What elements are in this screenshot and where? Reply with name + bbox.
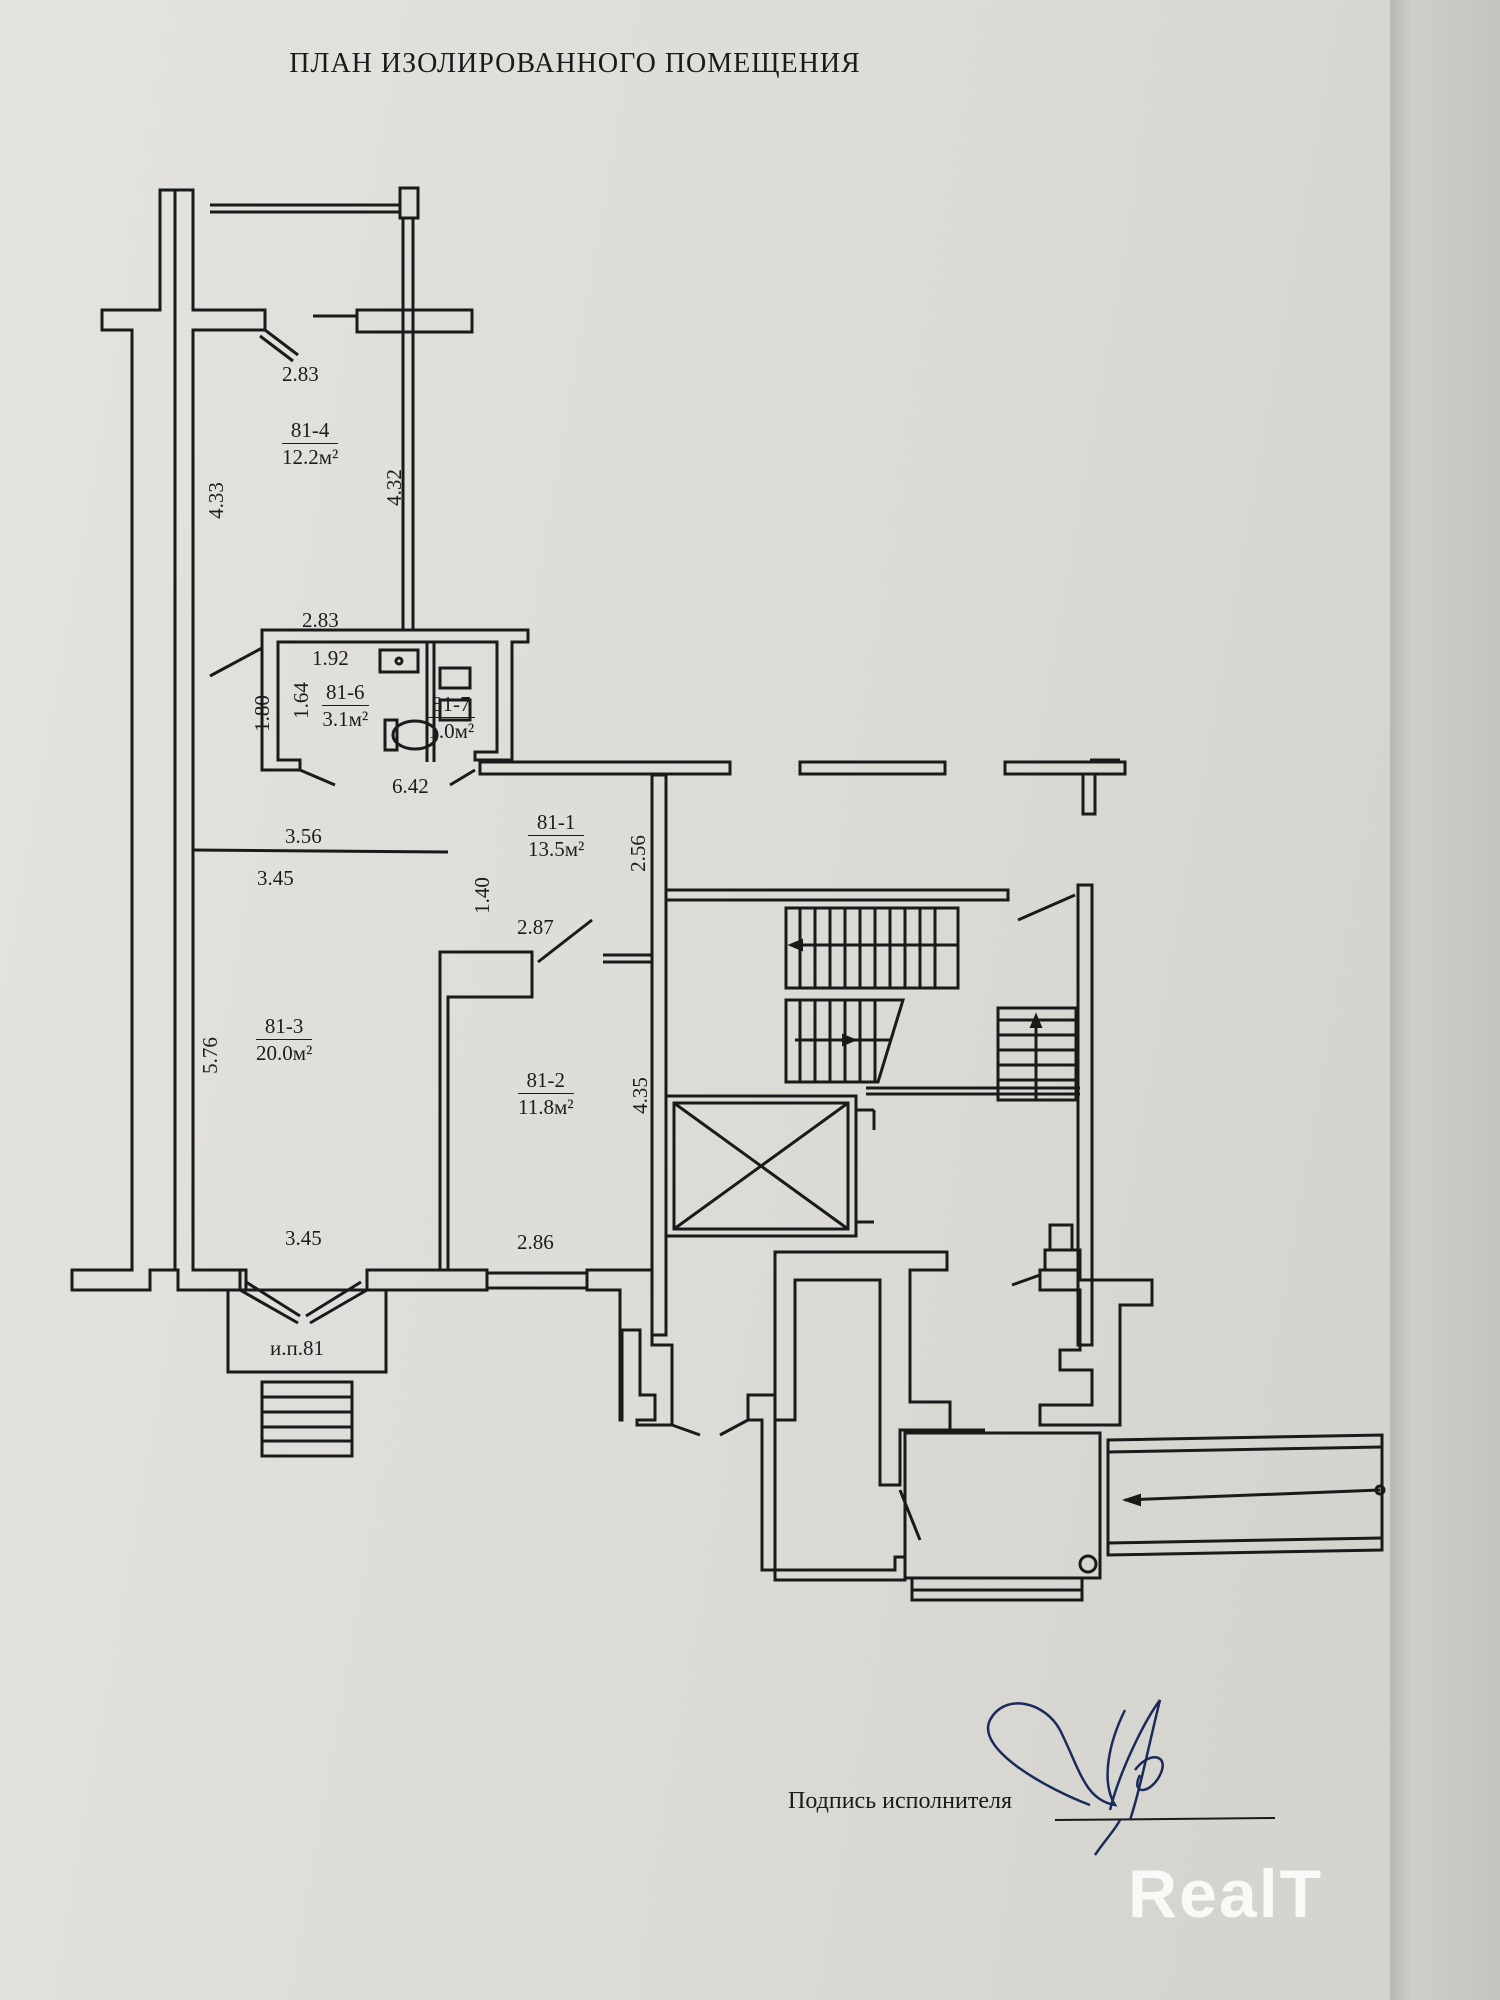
door-bathroom-bottom-left bbox=[299, 768, 336, 787]
paper-edge-shadow bbox=[1390, 0, 1500, 2000]
door-81-4 bbox=[264, 328, 299, 357]
dim-81-6-inner-height: 1.64 bbox=[288, 682, 313, 719]
dim-81-2-bottom: 2.86 bbox=[517, 1230, 554, 1254]
wall-lower-left bbox=[585, 1268, 674, 1427]
door-entrance-left bbox=[239, 1288, 299, 1325]
dim-81-4-bottom: 2.83 bbox=[302, 608, 339, 632]
wall-stub-top bbox=[355, 308, 474, 334]
dim-81-2-top: 2.87 bbox=[517, 915, 554, 939]
wall-bathroom-top bbox=[260, 628, 530, 772]
door-81-6 bbox=[209, 646, 263, 678]
stairs-upper bbox=[784, 906, 960, 990]
dim-81-1-right: 2.56 bbox=[625, 835, 650, 872]
sink-81-6 bbox=[378, 648, 420, 674]
wall-partition-81-3-top bbox=[192, 848, 449, 854]
dim-81-3-top-outer: 3.56 bbox=[285, 824, 322, 848]
wall-81-2-right bbox=[650, 773, 668, 1337]
dim-hall-opening: 1.40 bbox=[469, 877, 494, 914]
dim-81-3-bottom: 3.45 bbox=[285, 1226, 322, 1250]
wall-lower-shaft bbox=[746, 1393, 907, 1582]
handwritten-signature bbox=[986, 1699, 1164, 1856]
wall-hall-top-right bbox=[798, 760, 947, 776]
dim-81-2-right: 4.35 bbox=[627, 1077, 652, 1114]
paper-sheet bbox=[0, 0, 1390, 2000]
door-lower-left bbox=[671, 1423, 701, 1437]
door-lower-mid bbox=[719, 1418, 749, 1437]
entrance-steps bbox=[260, 1380, 354, 1458]
wall-stair-right bbox=[1076, 883, 1094, 1347]
entrance-label: и.п.81 bbox=[270, 1336, 324, 1360]
door-center-lower bbox=[898, 1489, 922, 1541]
dim-81-6-top: 1.92 bbox=[312, 646, 349, 670]
watermark: RealT bbox=[1128, 1856, 1324, 1932]
elevator-shaft bbox=[664, 1094, 876, 1238]
dim-hall-bottom: 6.42 bbox=[392, 774, 429, 798]
door-81-2 bbox=[537, 918, 593, 964]
toilet-81-7 bbox=[383, 718, 399, 752]
door-entrance-right bbox=[309, 1288, 368, 1325]
landing bbox=[903, 1431, 1102, 1580]
dim-81-4-top: 2.83 bbox=[282, 362, 319, 386]
signature-area bbox=[986, 1699, 1276, 1856]
wall-hall-top bbox=[478, 760, 732, 776]
dim-81-6-outer-height: 1.80 bbox=[249, 695, 274, 732]
door-bathroom-bottom-right bbox=[449, 768, 476, 787]
entrance-porch bbox=[226, 1288, 388, 1374]
dim-81-3-top-inner: 3.45 bbox=[257, 866, 294, 890]
wall-bottom-81-2 bbox=[365, 1268, 489, 1292]
signature-line bbox=[1054, 1817, 1276, 1821]
signature-label: Подпись исполнителя bbox=[788, 1788, 1012, 1814]
wall-left-outer bbox=[70, 188, 267, 1292]
document-title: ПЛАН ИЗОЛИРОВАННОГО ПОМЕЩЕНИЯ bbox=[289, 48, 861, 79]
door-stair-top bbox=[1017, 893, 1076, 922]
dim-81-4-right: 4.32 bbox=[381, 469, 406, 506]
wall-lower-right bbox=[1038, 1268, 1154, 1427]
dim-81-4-left: 4.33 bbox=[203, 482, 228, 519]
ramp bbox=[1106, 1433, 1384, 1557]
dim-81-3-left: 5.76 bbox=[197, 1037, 222, 1074]
floor-plan-drawing bbox=[70, 186, 1386, 1602]
wall-post-top-right bbox=[398, 186, 420, 220]
wall-lower-center bbox=[773, 1250, 952, 1487]
window-bottom-81-3-left bbox=[238, 1268, 248, 1292]
